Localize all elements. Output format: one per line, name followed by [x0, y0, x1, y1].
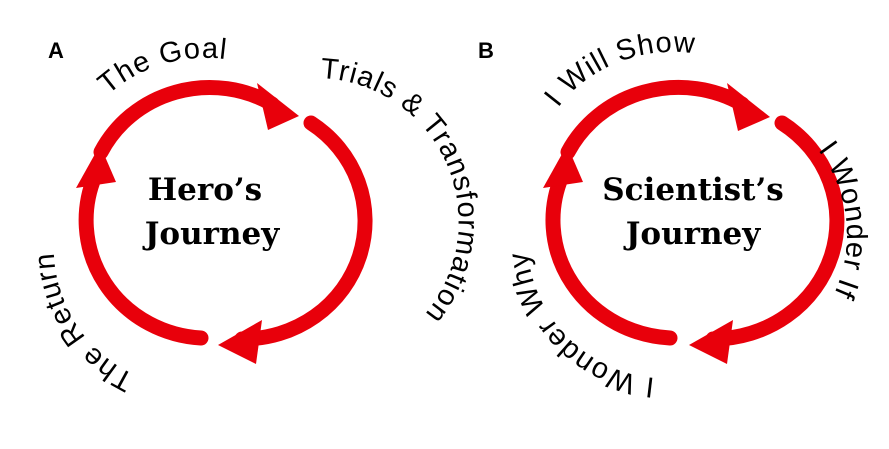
center-label-line1-a: Hero’s	[148, 172, 262, 208]
center-label-line1-b: Scientist’s	[602, 172, 783, 208]
arrowhead-top-a	[257, 83, 299, 130]
cycle-arrows-b	[543, 79, 845, 364]
arrowhead-right-a	[218, 320, 262, 364]
center-label-line2-b: Journey	[623, 216, 761, 252]
center-label-line2-a: Journey	[142, 216, 280, 252]
arrow-arc-top-b	[560, 79, 750, 160]
panel-letter-a: A	[48, 38, 64, 63]
arrowhead-top-b	[727, 83, 770, 131]
arrow-arc-left-b	[545, 168, 678, 346]
arrowhead-left-b	[543, 145, 583, 188]
arrowhead-left-a	[76, 145, 116, 188]
panel-b: B Scientist’s Journey I Will Show I Wond…	[478, 26, 871, 402]
panel-letter-b: B	[478, 38, 494, 63]
cycle-arrows-a	[76, 79, 373, 364]
arrow-arc-right-a	[234, 115, 373, 347]
panel-a: A Hero’s Journey The Goal Trials & Trans…	[29, 33, 483, 398]
arrow-arc-top-a	[93, 79, 280, 160]
arrow-arc-right-b	[705, 115, 845, 347]
arrow-arc-left-a	[78, 168, 209, 346]
arrowhead-right-b	[689, 320, 733, 364]
stage-label-left-a: The Return	[29, 251, 139, 397]
